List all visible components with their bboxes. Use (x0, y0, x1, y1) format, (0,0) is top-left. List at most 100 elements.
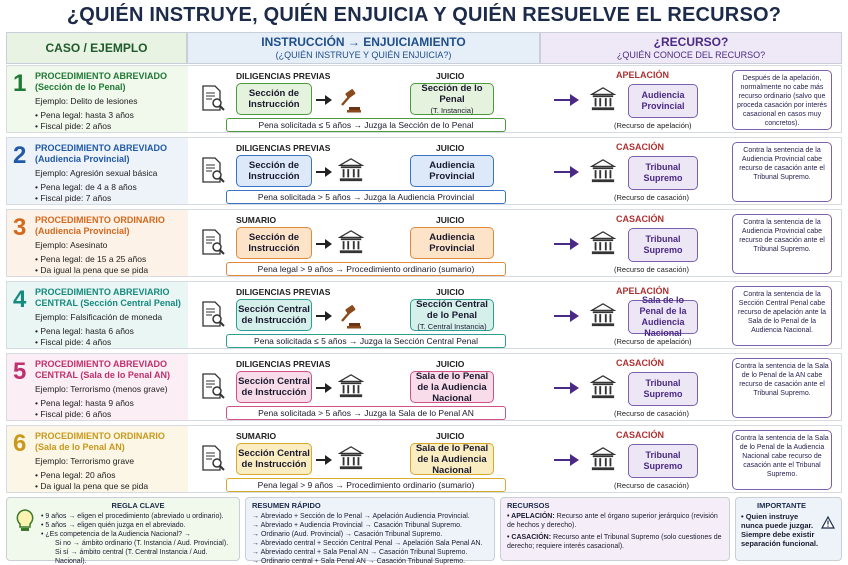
lightbulb-icon (16, 509, 34, 531)
header-instruccion-sub: (¿QUIÉN INSTRUYE Y QUIÉN ENJUICIA?) (275, 50, 452, 60)
gavel-icon (341, 305, 361, 329)
juicio-label: JUICIO (436, 431, 465, 441)
recurso-arrow (554, 454, 579, 466)
recurso-sub: (Recurso de casación) (614, 409, 690, 418)
recurso-court: Audiencia Provincial (628, 84, 698, 118)
recurso-type: APELACIÓN (616, 286, 670, 296)
instruction-court: Sección Central de Instrucción (236, 299, 312, 331)
resumen-item-text: Abreviado + Sección de lo Penal → Apelac… (260, 513, 470, 520)
phase-label: DILIGENCIAS PREVIAS (236, 71, 331, 81)
case-example: Ejemplo: Terrorismo (menos grave) (35, 384, 168, 394)
phase-label: DILIGENCIAS PREVIAS (236, 287, 331, 297)
recurso-sub: (Recurso de casación) (614, 265, 690, 274)
recurso-note: Contra la sentencia de la Sala de lo Pen… (732, 358, 832, 418)
recurso-arrow (554, 382, 579, 394)
resumen-item-text: Ordinario central + Sala Penal AN → Casa… (260, 558, 466, 565)
importante-box: IMPORTANTE • Quien instruye nunca puede … (735, 497, 842, 561)
regla-line-2: • 5 años → eligen quién juzga en el abre… (41, 522, 186, 529)
fiscal-pide: Fiscal pide: 6 años (35, 409, 134, 420)
recurso-sub: (Recurso de apelación) (614, 121, 692, 130)
trial-court: Sala de lo Penal de la Audiencia Naciona… (410, 442, 494, 476)
case-example: Ejemplo: Agresión sexual básica (35, 168, 158, 178)
juicio-label: JUICIO (436, 359, 465, 369)
document-search-icon (202, 229, 225, 255)
header-instruccion: INSTRUCCIÓN → ENJUICIAMIENTO (¿QUIÉN INS… (187, 32, 540, 64)
courthouse-icon (338, 446, 364, 470)
fiscal-pide: Fiscal pide: 7 años (35, 193, 137, 204)
juicio-label: JUICIO (436, 215, 465, 225)
trial-court-sub: (T. Instancia) (430, 105, 474, 115)
case-name: PROCEDIMIENTO ORDINARIO (Audiencia Provi… (35, 215, 165, 236)
rule-bar: Pena legal > 9 años → Procedimiento ordi… (226, 478, 506, 492)
importante-text: • Quien instruye nunca puede juzgar. Sie… (741, 512, 819, 548)
document-search-icon (202, 373, 225, 399)
instruction-court-label: Sección Central de Instrucción (238, 304, 310, 326)
recurso-type: CASACIÓN (616, 214, 665, 224)
recurso-note: Contra la sentencia de la Audiencia Prov… (732, 214, 832, 274)
recurso-type: APELACIÓN (616, 70, 670, 80)
resumen-item-text: Abreviado central + Sección Central Pena… (260, 540, 483, 547)
courthouse-icon (338, 230, 364, 254)
rule-bar: Pena solicitada > 5 años → Juzga la Sala… (226, 406, 506, 420)
recurso-court: Tribunal Supremo (628, 156, 698, 190)
recurso-court: Tribunal Supremo (628, 228, 698, 262)
case-number: 5 (13, 358, 27, 385)
resumen-item: → Ordinario (Aud. Provincial) → Casación… (252, 531, 443, 538)
arrow-right (316, 455, 332, 465)
fiscal-pide: Fiscal pide: 4 años (35, 337, 134, 348)
trial-court: Sala de lo Penal de la Audiencia Naciona… (410, 370, 494, 404)
recurso-type: CASACIÓN (616, 358, 665, 368)
recurso-court: Tribunal Supremo (628, 444, 698, 478)
recurso-sub: (Recurso de apelación) (614, 337, 692, 346)
case-name: PROCEDIMIENTO ORDINARIO (Sala de lo Pena… (35, 431, 165, 452)
trial-court-label: Audiencia Provincial (429, 232, 475, 254)
case-name: PROCEDIMIENTO ABREVIADO CENTRAL (Sala de… (35, 359, 171, 380)
courthouse-icon (590, 231, 616, 255)
pena-legal: Pena legal: de 15 a 25 años (35, 254, 148, 265)
header-caso: CASO / EJEMPLO (6, 32, 187, 64)
recurso-court: Sala de lo Penal de la Audiencia Naciona… (628, 295, 698, 338)
case-name: PROCEDIMIENTO ABREVIADO (Sección de lo P… (35, 71, 168, 92)
rule-bar: Pena solicitada ≤ 5 años → Juzga la Secc… (226, 334, 506, 348)
courthouse-icon (338, 374, 364, 398)
fiscal-pide: Fiscal pide: 2 años (35, 121, 134, 132)
juicio-label: JUICIO (436, 71, 465, 81)
juicio-label: JUICIO (436, 143, 465, 153)
document-search-icon (202, 445, 225, 471)
case-name: PROCEDIMIENTO ABREVIADO (Audiencia Provi… (35, 143, 168, 164)
pena-legal: Pena legal: hasta 3 años (35, 110, 134, 121)
phase-label: SUMARIO (236, 215, 277, 225)
resumen-title: RESUMEN RÁPIDO (252, 501, 321, 510)
regla-line-1: • 9 años → eligen el procedimiento (abre… (41, 513, 224, 520)
instruction-court: Sección de Instrucción (236, 227, 312, 259)
phase-label: SUMARIO (236, 431, 277, 441)
case-example: Ejemplo: Asesinato (35, 240, 108, 250)
resumen-item-text: Abreviado + Audiencia Provincial → Casac… (260, 522, 462, 529)
trial-court-label: Sala de lo Penal de la Audiencia Naciona… (415, 370, 489, 404)
recursos-title: RECURSOS (507, 501, 550, 510)
recurso-arrow (554, 238, 579, 250)
arrow-right (316, 95, 332, 105)
case-number: 2 (13, 142, 27, 169)
recurso-sub: (Recurso de casación) (614, 481, 690, 490)
rule-bar: Pena legal > 9 años → Procedimiento ordi… (226, 262, 506, 276)
document-search-icon (202, 301, 225, 327)
resumen-box: RESUMEN RÁPIDO → Abreviado + Sección de … (245, 497, 495, 565)
trial-court-label: Sala de lo Penal de la Audiencia Naciona… (415, 442, 489, 476)
apelacion-desc: Recurso ante el órgano superior jerárqui… (507, 513, 718, 529)
case-example: Ejemplo: Terrorismo grave (35, 456, 135, 466)
courthouse-icon (590, 87, 616, 111)
recurso-sub: (Recurso de casación) (614, 193, 690, 202)
fiscal-pide: Da igual la pena que se pida (35, 265, 148, 276)
case-row-2: 2 PROCEDIMIENTO ABREVIADO (Audiencia Prov… (6, 137, 842, 205)
trial-court: Sección de lo Penal(T. Instancia) (410, 83, 494, 115)
casacion-key: • CASACIÓN: (507, 534, 552, 541)
header-instruccion-label: INSTRUCCIÓN → ENJUICIAMIENTO (261, 35, 466, 49)
apelacion-key: • APELACIÓN: (507, 513, 555, 520)
rule-bar: Pena solicitada > 5 años → Juzga la Audi… (226, 190, 506, 204)
instruction-court: Sección de Instrucción (236, 155, 312, 187)
trial-court-label: Audiencia Provincial (429, 160, 475, 182)
trial-court-label: Sección de lo Penal (421, 82, 483, 105)
header-caso-label: CASO / EJEMPLO (45, 41, 148, 55)
